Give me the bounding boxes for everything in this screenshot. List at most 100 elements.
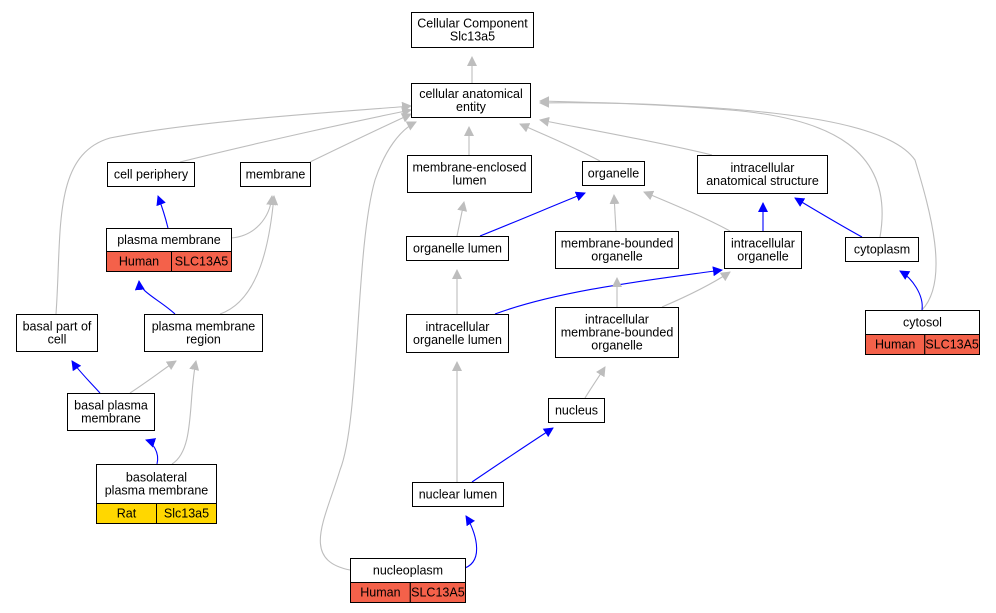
- node-label-line: organelle: [737, 250, 788, 264]
- node-box: [96, 464, 217, 504]
- edge-layer: [55, 56, 937, 571]
- edge-part-of-plasma-membrane-region-to-plasma-membrane: [134, 280, 176, 315]
- edge-is-a-cytosol-to-cellular-anatomical-entity: [539, 96, 937, 311]
- gene-cell-label: SLC13A5: [175, 255, 229, 269]
- edge-is-a-membrane-to-cellular-anatomical-entity: [309, 113, 412, 163]
- edge-is-a-plasma-membrane-to-membrane: [230, 195, 277, 239]
- gene-cell-label: SLC13A5: [411, 586, 465, 600]
- node-label-line: intracellular: [426, 320, 490, 334]
- species-cell-label: Human: [119, 255, 159, 269]
- node-organelle[interactable]: organelle: [582, 161, 645, 186]
- node-cytoplasm[interactable]: cytoplasm: [845, 237, 919, 262]
- edge-is-a-nucleoplasm-to-cellular-anatomical-entity: [319, 121, 417, 571]
- edge-is-a-organelle-to-cellular-anatomical-entity: [519, 123, 601, 162]
- node-label-line: organelle lumen: [413, 333, 502, 347]
- node-label-line: plasma membrane: [152, 320, 256, 334]
- edge-part-of-basolateral-plasma-membrane-to-basal-plasma-membrane: [145, 438, 159, 465]
- node-label-line: basolateral: [126, 471, 187, 485]
- node-box: [555, 307, 679, 358]
- node-box: [67, 393, 155, 431]
- node-box: [555, 231, 679, 269]
- edge-is-a-basal-plasma-membrane-to-plasma-membrane-region: [129, 360, 177, 394]
- node-label-line: entity: [456, 100, 487, 114]
- edge-part-of-intracellular-organelle-lumen-to-intracellular-organelle: [494, 266, 723, 315]
- node-box: [411, 83, 531, 118]
- node-box: [350, 558, 466, 583]
- node-box: [144, 314, 263, 352]
- gene-cell: [156, 503, 217, 524]
- gene-cell-label: Slc13a5: [164, 507, 209, 521]
- edge-is-a-intracellular-membrane-bounded-organelle-to-intracellular-organelle: [661, 271, 731, 308]
- edge-is-a-plasma-membrane-region-to-membrane: [219, 195, 279, 315]
- node-organelle-lumen[interactable]: organelle lumen: [406, 236, 509, 261]
- node-label-line: organelle: [591, 339, 642, 353]
- node-label-line: basal plasma: [74, 399, 148, 413]
- node-label-line: membrane: [246, 168, 306, 182]
- node-nucleus[interactable]: nucleus: [548, 398, 605, 423]
- node-nuclear-lumen[interactable]: nuclear lumen: [412, 482, 504, 507]
- edge-is-a-intracellular-anatomical-structure-to-cellular-anatomical-entity: [539, 116, 713, 156]
- node-label-line: organelle: [588, 167, 639, 181]
- species-cell-label: Human: [875, 338, 915, 352]
- edge-part-of-nuclear-lumen-to-nucleus: [471, 427, 554, 483]
- node-box: [412, 482, 504, 507]
- node-label-line: organelle lumen: [413, 242, 502, 256]
- edge-is-a-nucleus-to-intracellular-membrane-bounded-organelle: [584, 366, 606, 399]
- gene-cell: [171, 251, 232, 272]
- node-label-line: nucleus: [555, 404, 598, 418]
- edge-is-a-basal-part-of-cell-to-cellular-anatomical-entity: [55, 101, 412, 315]
- node-cell-periphery[interactable]: cell periphery: [107, 162, 195, 187]
- node-label-line: membrane: [81, 412, 141, 426]
- node-box: [548, 398, 605, 423]
- node-label-line: organelle: [591, 250, 642, 264]
- node-label-line: Slc13a5: [450, 30, 495, 44]
- node-box: [406, 236, 509, 261]
- node-label-line: intracellular: [585, 313, 649, 327]
- node-label-line: Cellular Component: [417, 17, 528, 31]
- node-box: [406, 314, 509, 353]
- node-label-line: cytoplasm: [854, 243, 910, 257]
- node-membrane[interactable]: membrane: [240, 162, 311, 187]
- node-box: [407, 155, 532, 193]
- node-label-line: cytosol: [903, 316, 942, 330]
- node-label-line: region: [186, 333, 221, 347]
- edge-part-of-organelle-lumen-to-organelle: [479, 191, 586, 237]
- node-label-line: cellular anatomical: [419, 87, 523, 101]
- node-label-line: membrane-enclosed: [413, 161, 527, 175]
- edge-is-a-membrane-bounded-organelle-to-organelle: [609, 194, 620, 232]
- node-label-line: cell: [48, 333, 67, 347]
- node-label-line: cell periphery: [114, 168, 189, 182]
- gene-cell-label: SLC13A5: [925, 338, 979, 352]
- edge-is-a-organelle-lumen-to-membrane-enclosed-lumen: [456, 201, 468, 237]
- node-box: [724, 231, 802, 269]
- edge-part-of-cytosol-to-cytoplasm: [899, 270, 923, 311]
- gene-cell: [924, 334, 981, 355]
- edge-part-of-basal-plasma-membrane-to-basal-part-of-cell: [71, 360, 101, 394]
- node-label-line: plasma membrane: [105, 484, 209, 498]
- node-label-line: intracellular: [731, 161, 795, 175]
- species-cell-label: Human: [360, 586, 400, 600]
- node-label-line: membrane-bounded: [561, 237, 674, 251]
- node-box: [411, 12, 534, 48]
- node-box: [845, 237, 919, 262]
- edge-part-of-plasma-membrane-to-cell-periphery: [156, 195, 169, 229]
- node-label-line: anatomical structure: [706, 174, 819, 188]
- node-label-line: membrane-bounded: [561, 326, 674, 340]
- edge-is-a-cell-periphery-to-cellular-anatomical-entity: [179, 106, 412, 163]
